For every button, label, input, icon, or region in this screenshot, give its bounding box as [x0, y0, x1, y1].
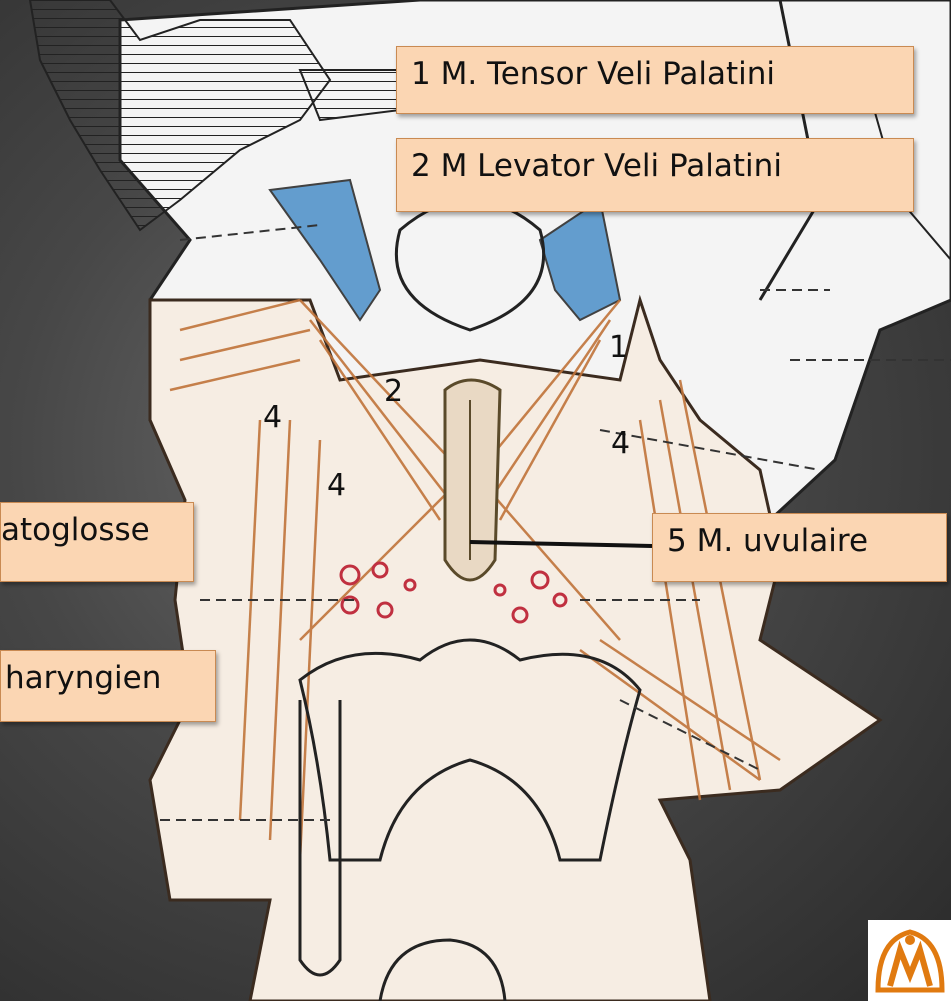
marker-4-left: 4: [263, 403, 282, 433]
marker-4-right: 4: [611, 429, 630, 459]
label-palatopharyngien: haryngien: [0, 650, 216, 722]
marker-4-center: 4: [327, 471, 346, 501]
label-levator-veli-palatini: 2 M Levator Veli Palatini: [396, 138, 914, 212]
institution-logo-icon: [868, 920, 951, 1001]
marker-1: 1: [609, 333, 628, 363]
uvula: [445, 380, 500, 580]
label-palatoglosse: atoglosse: [0, 502, 194, 582]
label-uvulaire: 5 M. uvulaire: [652, 513, 947, 582]
marker-2: 2: [384, 377, 403, 407]
label-tensor-veli-palatini: 1 M. Tensor Veli Palatini: [396, 46, 914, 114]
